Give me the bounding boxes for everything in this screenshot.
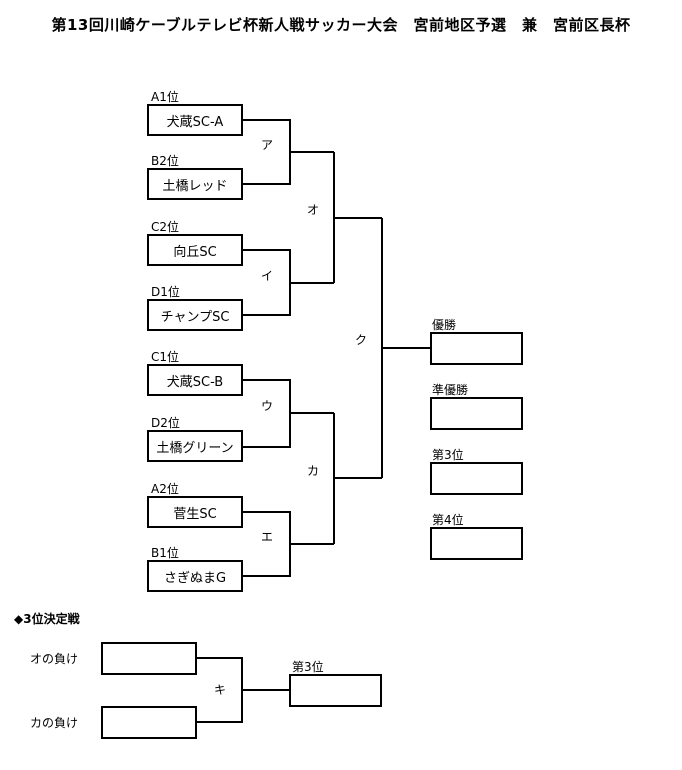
result-label-third: 第3位: [432, 448, 464, 462]
loser-o-label: オの負け: [30, 652, 79, 666]
team-box: 向丘SC: [147, 234, 243, 266]
match-label-ka: カ: [307, 464, 320, 478]
seed-label: D1位: [151, 285, 180, 299]
result-label-runner-up: 準優勝: [432, 383, 469, 397]
seed-label: B2位: [151, 154, 179, 168]
result-box-champion: [430, 332, 523, 365]
team-name: 土橋グリーン: [156, 440, 234, 456]
result-box-third: [430, 462, 523, 495]
page-title: 第13回川崎ケーブルテレビ杯新人戦サッカー大会 宮前地区予選 兼 宮前区長杯: [51, 16, 631, 34]
match-label-e: エ: [261, 530, 274, 544]
team-name: 菅生SC: [173, 506, 217, 522]
third-place-result-label: 第3位: [292, 660, 324, 674]
seed-label: A1位: [151, 90, 179, 104]
team-box: 犬蔵SC-A: [147, 104, 243, 136]
match-label-i: イ: [261, 269, 274, 283]
match-label-a: ア: [261, 138, 274, 152]
seed-label: A2位: [151, 482, 179, 496]
third-place-heading: ◆3位決定戦: [14, 612, 80, 626]
team-name: 犬蔵SC-A: [166, 114, 224, 130]
team-box: 土橋レッド: [147, 168, 243, 200]
match-label-u: ウ: [261, 399, 274, 413]
third-place-result-box: [289, 674, 382, 707]
seed-label: C2位: [151, 220, 180, 234]
match-label-o: オ: [307, 203, 320, 217]
team-box: 菅生SC: [147, 496, 243, 528]
result-box-fourth: [430, 527, 523, 560]
seed-label: D2位: [151, 416, 180, 430]
result-label-champion: 優勝: [432, 318, 457, 332]
result-box-runner-up: [430, 397, 523, 430]
team-box: 土橋グリーン: [147, 430, 243, 462]
seed-label: C1位: [151, 350, 180, 364]
team-name: 土橋レッド: [162, 178, 228, 194]
result-label-fourth: 第4位: [432, 513, 464, 527]
team-box: さぎぬまG: [147, 560, 243, 592]
loser-o-box: [101, 642, 197, 675]
match-label-ku: ク: [355, 333, 368, 347]
seed-label: B1位: [151, 546, 179, 560]
team-box: チャンプSC: [147, 299, 243, 331]
team-name: さぎぬまG: [163, 570, 227, 586]
loser-ka-box: [101, 706, 197, 739]
team-name: 向丘SC: [173, 244, 217, 260]
loser-ka-label: カの負け: [30, 716, 79, 730]
team-name: チャンプSC: [160, 309, 230, 325]
team-name: 犬蔵SC-B: [166, 374, 224, 390]
team-box: 犬蔵SC-B: [147, 364, 243, 396]
match-label-ki: キ: [214, 683, 227, 697]
